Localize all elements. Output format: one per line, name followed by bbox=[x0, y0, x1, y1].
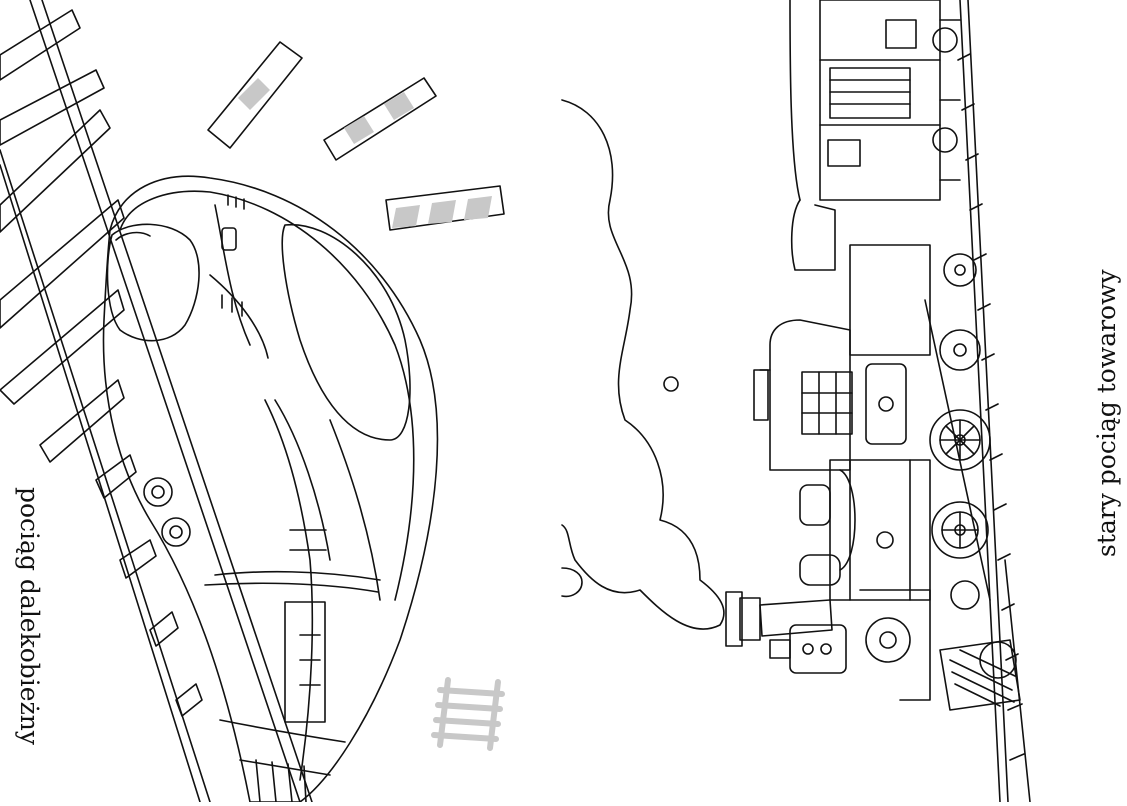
train-nose-body bbox=[103, 176, 437, 802]
train-side-window bbox=[107, 224, 199, 340]
high-speed-train-illustration bbox=[0, 0, 437, 802]
railway-track-left bbox=[0, 0, 312, 802]
steam-cloud bbox=[562, 100, 724, 629]
freight-wagon bbox=[790, 0, 960, 270]
locomotive-wheels bbox=[925, 254, 990, 609]
track-icon bbox=[434, 680, 502, 748]
caption-old-freight-train: stary pociąg towarowy bbox=[1092, 269, 1121, 557]
caption-high-speed-train: pociąg dalekobieżny bbox=[15, 487, 44, 745]
crossing-markers bbox=[208, 42, 504, 230]
locomotive-cab bbox=[754, 245, 930, 470]
cow-catcher bbox=[940, 640, 1020, 710]
train-windshield bbox=[282, 225, 410, 440]
locomotive-boiler bbox=[726, 460, 930, 700]
steam-locomotive-illustration bbox=[726, 0, 1030, 802]
